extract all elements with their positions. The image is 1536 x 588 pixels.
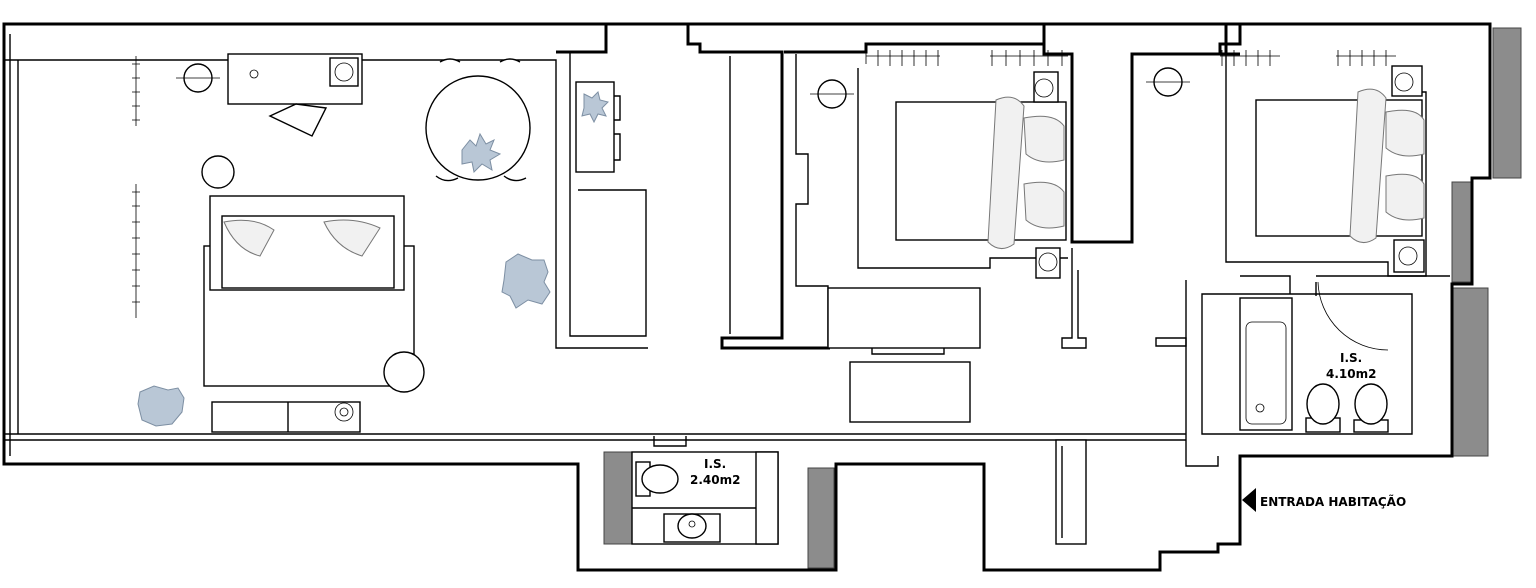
wardrobe-hall [827, 287, 981, 349]
desk-chair [268, 103, 328, 137]
round-stool [383, 351, 425, 393]
entrance: ENTRADA HABITAÇÃO [1242, 488, 1406, 512]
room-label-bathroom-small: I.S. [704, 457, 726, 471]
sink-icon [663, 513, 721, 543]
wardrobe-curtain [1220, 50, 1396, 66]
bathtub-icon [1239, 297, 1293, 431]
outer-walls [2, 22, 1492, 572]
sofa-icon [203, 195, 415, 387]
wardrobe-curtain [865, 50, 1068, 66]
room-area-bathroom-small: 2.40m2 [690, 473, 740, 487]
bathroom-large: I.S. 4.10m2 [1239, 281, 1389, 433]
entry-closet [1055, 439, 1087, 545]
toilet-icon [635, 461, 679, 497]
living-room [132, 53, 551, 433]
bed-icon [895, 96, 1067, 249]
nightstand [1033, 71, 1061, 279]
interior-walls [556, 24, 1450, 467]
lamp-icon [810, 79, 854, 109]
tv-cabinet [211, 401, 361, 433]
monitor [329, 57, 359, 87]
lamp-icon [176, 63, 220, 93]
room-area-bathroom-large: 4.10m2 [1326, 367, 1376, 381]
exterior-walls [603, 27, 1522, 569]
plant-icon [137, 385, 185, 427]
curtain-left-top [132, 56, 140, 318]
hall-bench [849, 361, 971, 423]
bidet-icon [1305, 383, 1341, 433]
dining-table-icon [425, 58, 531, 182]
bedroom-1 [810, 50, 1068, 279]
bathroom-small: I.S. 2.40m2 [631, 436, 779, 545]
bedroom-2 [1146, 50, 1425, 273]
side-table [201, 155, 235, 189]
plant-icon [501, 253, 551, 309]
bed-icon [1255, 88, 1425, 243]
entrance-label: ENTRADA HABITAÇÃO [1260, 494, 1406, 509]
nightstand [1391, 65, 1425, 273]
toilet-icon [1353, 383, 1389, 433]
room-label-bathroom-large: I.S. [1340, 351, 1362, 365]
entrance-arrow-icon [1242, 488, 1256, 512]
door-swing [1317, 281, 1389, 351]
kitchen [575, 81, 981, 423]
lamp-icon [1146, 67, 1190, 97]
